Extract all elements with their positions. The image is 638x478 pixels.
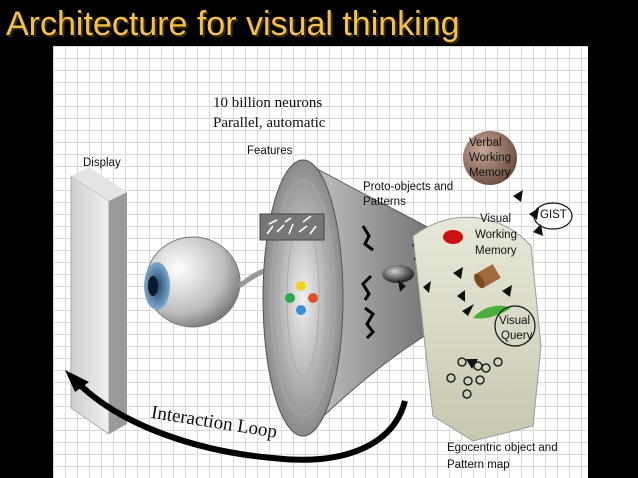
diagram-canvas: 10 billion neurons Parallel, automatic D… — [53, 46, 588, 478]
egocentric-label-line2: Pattern map — [447, 459, 510, 471]
features-label: Features — [247, 145, 293, 157]
diagram-graphics — [65, 131, 573, 463]
features-patch — [259, 213, 325, 241]
visual-memory-label-line1: Visual — [480, 213, 512, 225]
slide-title: Architecture for visual thinking — [6, 5, 460, 43]
display-label: Display — [83, 157, 121, 169]
interaction-loop-arrow — [74, 379, 408, 463]
neurons-text-line2: Parallel, automatic — [213, 115, 326, 131]
flow-arrows — [398, 190, 543, 369]
protoobjects-label-line2: Patterns — [363, 196, 406, 208]
visual-memory-label-line2: Working — [475, 229, 517, 241]
protoobjects-label-line1: Proto-objects and — [363, 181, 454, 193]
display-panel — [70, 167, 127, 435]
visual-memory-box — [412, 216, 542, 442]
query-leaf — [473, 305, 511, 319]
visual-query-label-line1: Visual — [499, 315, 531, 327]
visual-memory-label-line3: Memory — [475, 245, 517, 257]
verbal-memory-label-line3: Memory — [469, 167, 511, 179]
gist-label: GIST — [540, 209, 567, 221]
proto-object-blob — [382, 265, 414, 283]
verbal-memory-label-line2: Working — [469, 152, 511, 164]
egocentric-label-line1: Egocentric object and — [447, 442, 558, 454]
verbal-memory-label-line1: Verbal — [469, 137, 502, 149]
visual-query-label-line2: Query — [501, 330, 533, 342]
visual-query-bubble — [494, 305, 536, 347]
red-dot — [443, 230, 463, 244]
verbal-memory-sphere — [463, 131, 517, 185]
neurons-text-line1: 10 billion neurons — [213, 95, 323, 111]
